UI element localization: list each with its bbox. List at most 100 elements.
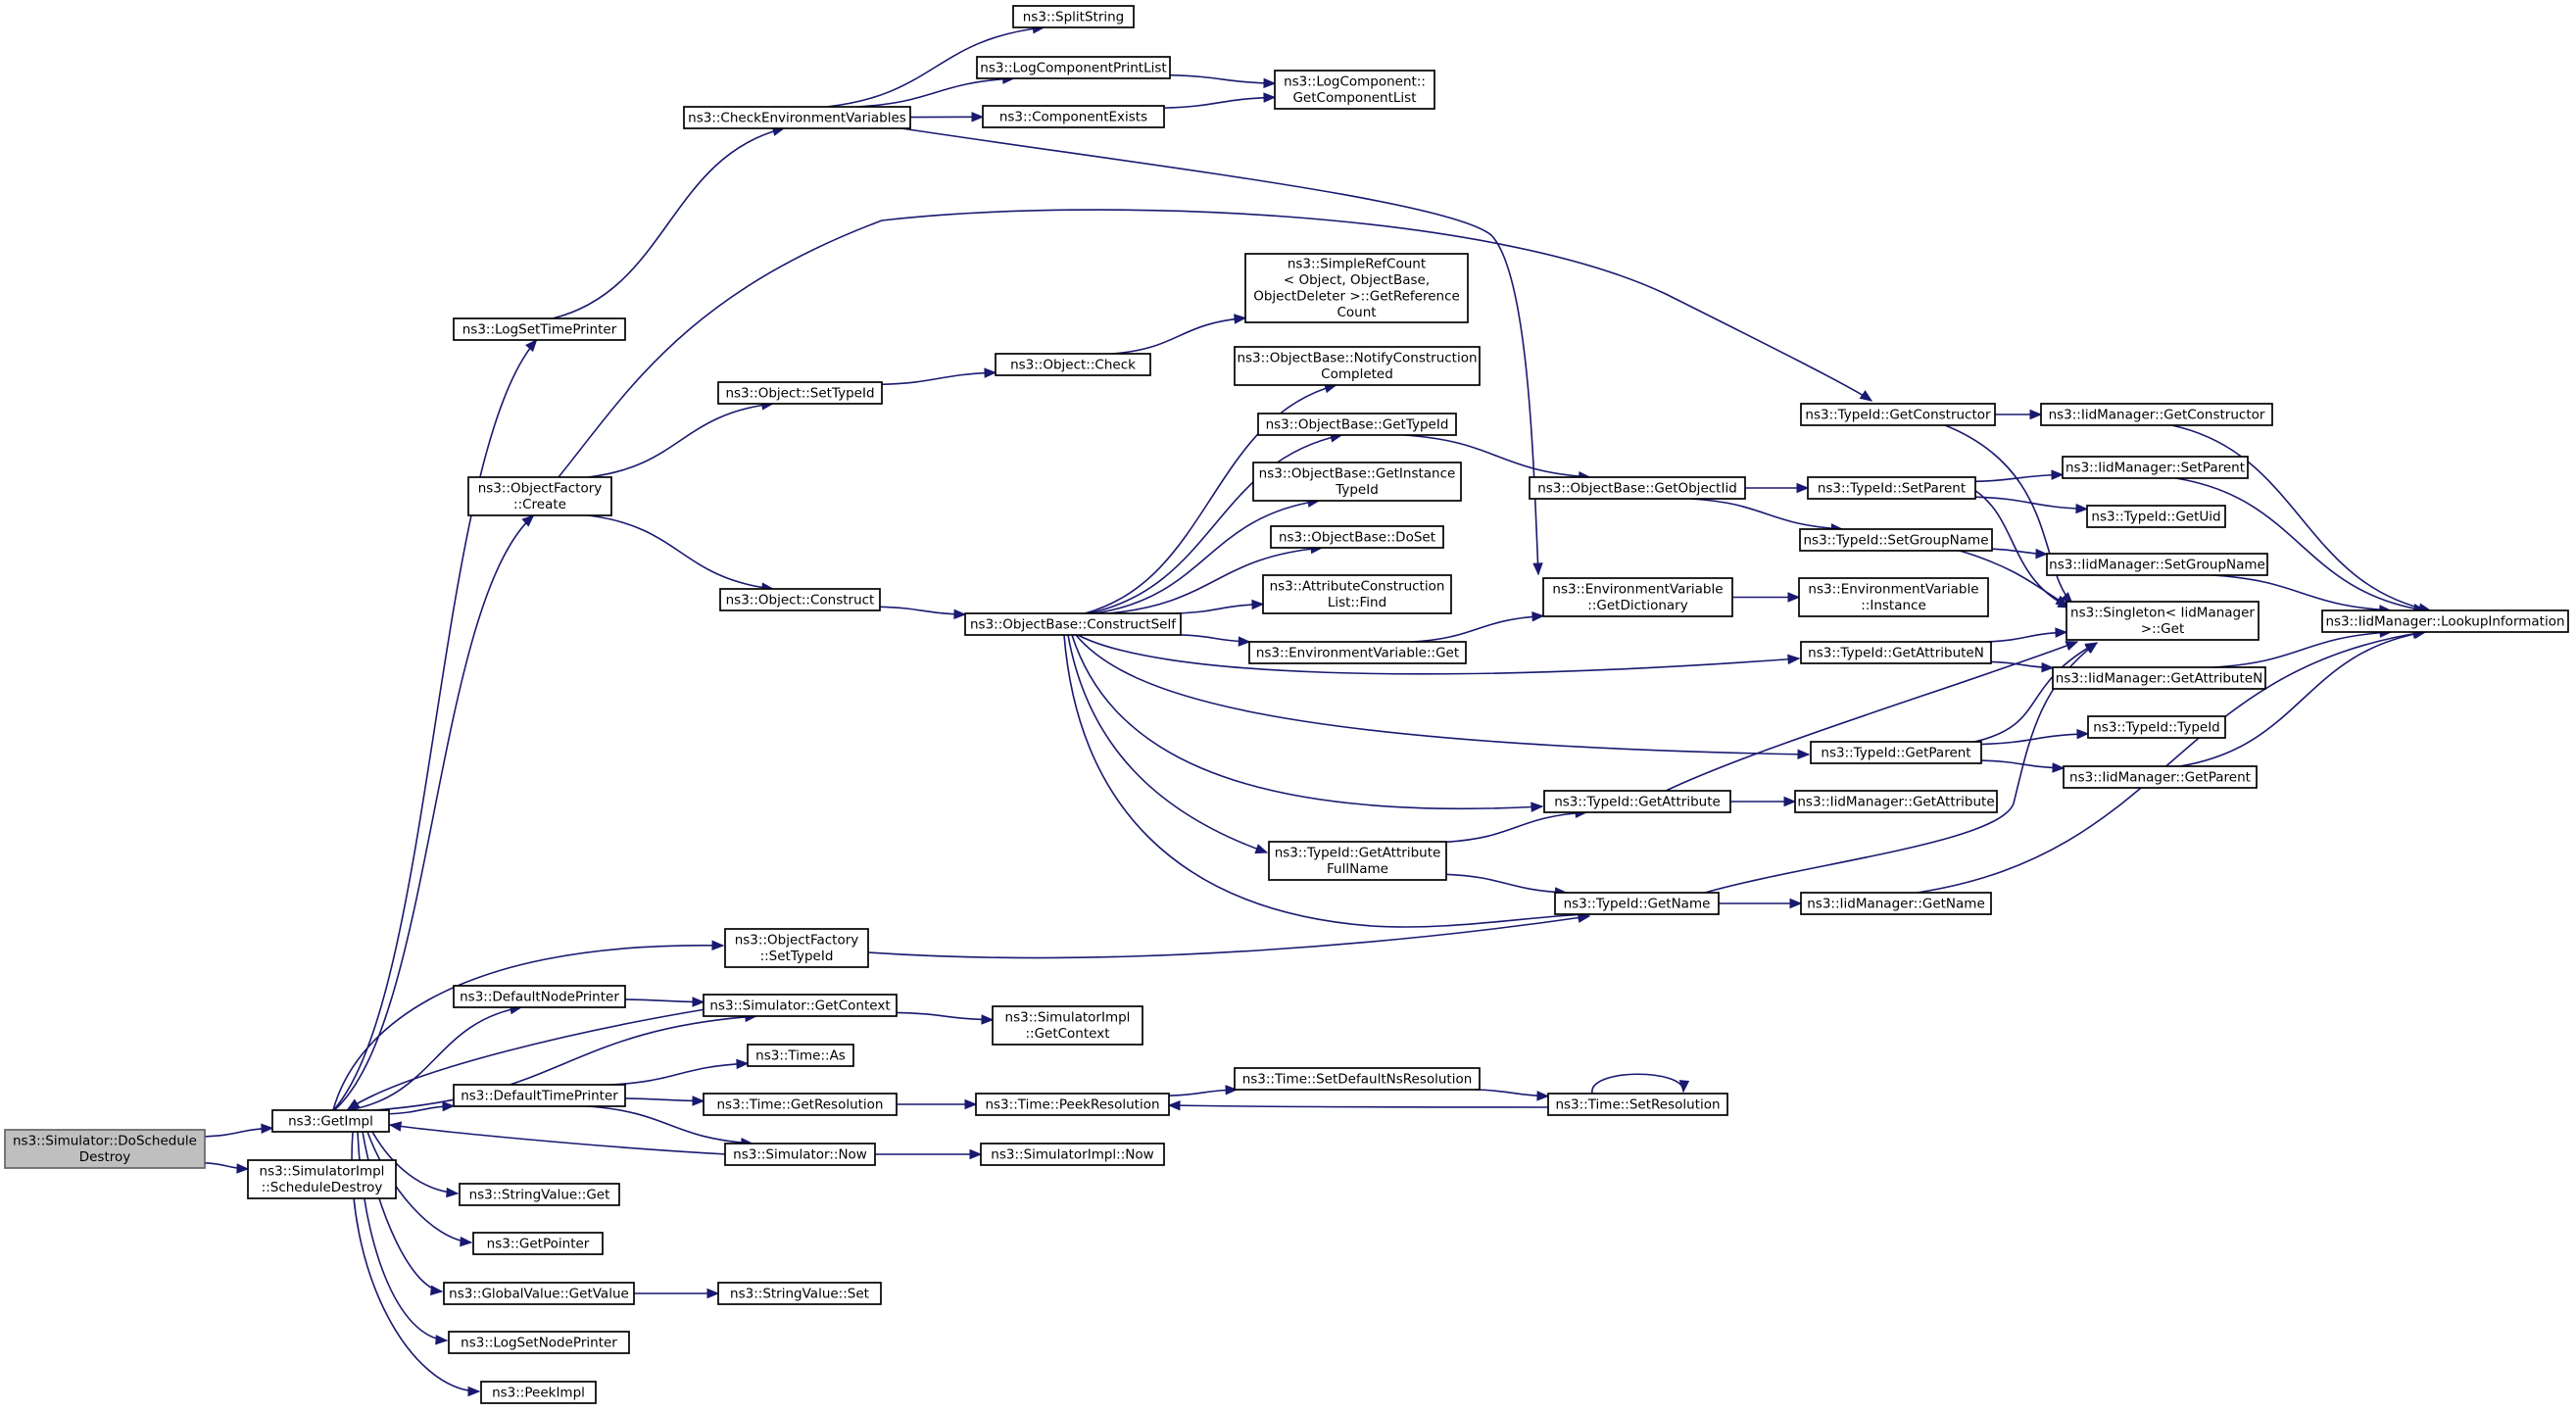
node-getimpl[interactable]: ns3::GetImpl — [271, 1109, 390, 1133]
node-box — [964, 612, 1182, 636]
call-edge — [1986, 631, 2067, 643]
node-object-check[interactable]: ns3::Object::Check — [995, 353, 1151, 376]
node-label: ns3::LogComponentPrintList — [980, 60, 1166, 75]
call-edge — [1112, 316, 1246, 355]
call-edge — [867, 915, 1590, 959]
node-time-setresolution[interactable]: ns3::Time::SetResolution — [1547, 1093, 1728, 1116]
node-box — [724, 1143, 876, 1166]
node-objectfactory-settypeid[interactable]: ns3::ObjectFactory::SetTypeId — [724, 928, 869, 968]
node-iid-getattributen[interactable]: ns3::IidManager::GetAttributeN — [2052, 666, 2266, 690]
node-label: ObjectDeleter >::GetReference — [1253, 289, 1460, 305]
node-notifyconstruction[interactable]: ns3::ObjectBase::NotifyConstructionCompl… — [1234, 346, 1481, 386]
node-typeid-setgroupname[interactable]: ns3::TypeId::SetGroupName — [1799, 528, 1993, 552]
node-stringvalue-set[interactable]: ns3::StringValue::Set — [717, 1282, 882, 1305]
node-label: ns3::IidManager::GetAttribute — [1797, 794, 1994, 809]
node-objectbase-gettypeid[interactable]: ns3::ObjectBase::GetTypeId — [1257, 413, 1457, 436]
node-peekimpl[interactable]: ns3::PeekImpl — [480, 1381, 597, 1404]
node-simimpl-scheduledestroy[interactable]: ns3::SimulatorImpl::ScheduleDestroy — [247, 1159, 397, 1199]
call-edge — [348, 1006, 522, 1111]
node-objectfactory-create[interactable]: ns3::ObjectFactory::Create — [467, 476, 612, 516]
node-label: ns3::StringValue::Get — [469, 1187, 610, 1202]
edge-arrowhead — [1783, 796, 1797, 807]
node-box — [2086, 505, 2226, 528]
node-typeid-getattribute[interactable]: ns3::TypeId::GetAttribute — [1543, 790, 1731, 813]
node-envvar-getdictionary[interactable]: ns3::EnvironmentVariable::GetDictionary — [1542, 577, 1733, 617]
node-splitstring[interactable]: ns3::SplitString — [1012, 5, 1135, 28]
node-stringvalue-get[interactable]: ns3::StringValue::Get — [459, 1183, 620, 1206]
node-iid-lookupinformation[interactable]: ns3::IidManager::LookupInformation — [2321, 609, 2569, 633]
node-box — [1794, 790, 1998, 813]
node-typeid-setparent[interactable]: ns3::TypeId::SetParent — [1807, 476, 1976, 500]
node-label: TypeId — [1335, 482, 1379, 498]
node-iid-setparent[interactable]: ns3::IidManager::SetParent — [2062, 456, 2249, 479]
node-label: ns3::PeekImpl — [492, 1385, 585, 1400]
node-simplerefcount[interactable]: ns3::SimpleRefCount< Object, ObjectBase,… — [1244, 253, 1469, 323]
node-label: ns3::ObjectFactory — [478, 481, 603, 497]
node-iid-getconstructor[interactable]: ns3::IidManager::GetConstructor — [2040, 403, 2273, 426]
node-label: Count — [1337, 305, 1376, 320]
node-time-setdefaultnsresolution[interactable]: ns3::Time::SetDefaultNsResolution — [1234, 1067, 1481, 1091]
node-box — [1270, 525, 1444, 549]
node-typeid-getparent[interactable]: ns3::TypeId::GetParent — [1810, 741, 1982, 764]
node-defaulttimeprinter[interactable]: ns3::DefaultTimePrinter — [453, 1084, 626, 1107]
node-time-getresolution[interactable]: ns3::Time::GetResolution — [703, 1093, 898, 1116]
call-edge — [826, 26, 1045, 108]
node-label: FullName — [1327, 861, 1388, 877]
call-edge — [1917, 631, 2425, 894]
node-doset[interactable]: ns3::ObjectBase::DoSet — [1270, 525, 1444, 549]
node-logsettimeprinter[interactable]: ns3::LogSetTimePrinter — [453, 317, 626, 341]
node-object-construct[interactable]: ns3::Object::Construct — [719, 588, 881, 611]
node-logsetnodeprinter[interactable]: ns3::LogSetNodePrinter — [448, 1331, 630, 1354]
node-iid-getparent[interactable]: ns3::IidManager::GetParent — [2063, 765, 2258, 789]
call-edge — [366, 1131, 472, 1243]
node-label: GetComponentList — [1292, 90, 1416, 106]
node-defaultnodeprinter[interactable]: ns3::DefaultNodePrinter — [453, 985, 626, 1008]
node-simulator-getcontext[interactable]: ns3::Simulator::GetContext — [703, 994, 898, 1017]
node-box — [1810, 741, 1982, 764]
node-iid-getattribute[interactable]: ns3::IidManager::GetAttribute — [1794, 790, 1998, 813]
node-typeid-getconstructor[interactable]: ns3::TypeId::GetConstructor — [1800, 403, 1996, 426]
node-getpointer[interactable]: ns3::GetPointer — [472, 1232, 604, 1255]
edge-arrowhead — [1859, 390, 1873, 402]
call-edge — [1690, 498, 1843, 530]
node-checkenv[interactable]: ns3::CheckEnvironmentVariables — [683, 106, 911, 129]
edge-arrowhead — [981, 1014, 995, 1025]
node-label: ns3::GetImpl — [288, 1113, 373, 1129]
call-edge — [1175, 603, 1264, 614]
call-edge — [552, 127, 785, 319]
node-globalvalue-getvalue[interactable]: ns3::GlobalValue::GetValue — [443, 1282, 635, 1305]
call-edge — [2212, 631, 2392, 668]
node-envvar-get[interactable]: ns3::EnvironmentVariable::Get — [1248, 641, 1467, 664]
node-object-settypeid[interactable]: ns3::Object::SetTypeId — [717, 381, 883, 405]
node-constructself[interactable]: ns3::ObjectBase::ConstructSelf — [964, 612, 1182, 636]
node-simimpl-getcontext[interactable]: ns3::SimulatorImpl::GetContext — [992, 1005, 1143, 1046]
node-logcomponent-getlist[interactable]: ns3::LogComponent::GetComponentList — [1274, 70, 1435, 110]
node-typeid-getuid[interactable]: ns3::TypeId::GetUid — [2086, 505, 2226, 528]
node-typeid-getattributen[interactable]: ns3::TypeId::GetAttributeN — [1800, 641, 1992, 664]
node-iid-setgroupname[interactable]: ns3::IidManager::SetGroupName — [2046, 553, 2268, 576]
node-typeid-typeid[interactable]: ns3::TypeId::TypeId — [2087, 715, 2226, 739]
node-singleton-get[interactable]: ns3::Singleton< IidManager >::Get — [2066, 601, 2260, 641]
call-edge — [1088, 434, 1342, 614]
node-simulator-now[interactable]: ns3::Simulator::Now — [724, 1143, 876, 1166]
node-time-as[interactable]: ns3::Time::As — [747, 1044, 854, 1067]
node-componentexists[interactable]: ns3::ComponentExists — [982, 105, 1165, 128]
call-edge — [1084, 384, 1337, 614]
node-envvar-instance[interactable]: ns3::EnvironmentVariable::Instance — [1798, 577, 1989, 617]
node-simimpl-now[interactable]: ns3::SimulatorImpl::Now — [980, 1143, 1165, 1166]
edge-arrowhead — [964, 1098, 978, 1110]
node-iid-getname[interactable]: ns3::IidManager::GetName — [1800, 892, 1992, 915]
node-label: ns3::TypeId::GetAttribute — [1554, 794, 1721, 809]
node-time-peekresolution[interactable]: ns3::Time::PeekResolution — [975, 1093, 1170, 1116]
node-typeid-getname[interactable]: ns3::TypeId::GetName — [1554, 892, 1720, 915]
edge-arrowhead — [2035, 548, 2049, 560]
node-getobjectiid[interactable]: ns3::ObjectBase::GetObjectIid — [1529, 476, 1746, 500]
node-box — [724, 928, 869, 968]
call-edge — [587, 1105, 753, 1144]
node-label: ns3::IidManager::GetAttributeN — [2056, 670, 2262, 686]
node-logcomponentprintlist[interactable]: ns3::LogComponentPrintList — [976, 56, 1171, 79]
